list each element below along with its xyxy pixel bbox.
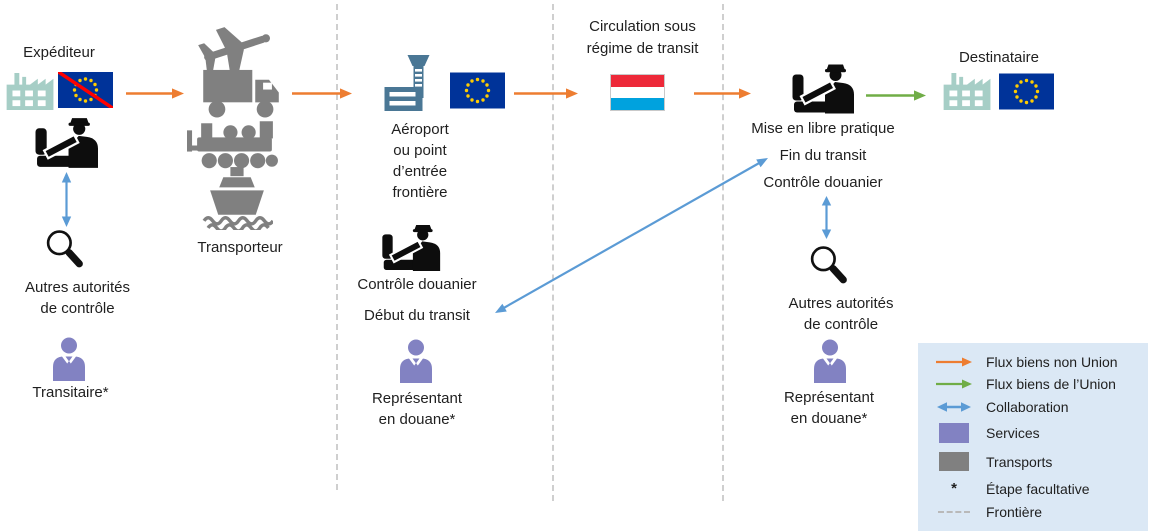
orange-arrow-icon xyxy=(932,356,976,368)
blue-double-arrow-icon xyxy=(932,401,976,413)
fin-transit-label: Fin du transit xyxy=(779,147,867,164)
flow-arrow-1 xyxy=(126,88,184,99)
airport-tower-icon xyxy=(384,55,430,111)
frontier-line-3 xyxy=(722,4,724,501)
legend-item-services: Services xyxy=(918,419,1148,447)
legend-item-collaboration: Collaboration xyxy=(918,395,1148,419)
expediteur-label: Expéditeur xyxy=(23,44,95,61)
magnifier-icon xyxy=(46,230,83,268)
customs-officer-icon xyxy=(382,224,441,271)
collaboration-arrow-transit xyxy=(495,158,768,313)
customs-officer-icon xyxy=(35,118,98,168)
frontier-line-1 xyxy=(336,4,338,490)
representant-entry-label: Représentant en douane* xyxy=(371,390,463,428)
asterisk-symbol: * xyxy=(951,480,957,497)
legend-item-frontiere: Frontière xyxy=(918,501,1148,523)
transporteur-label: Transporteur xyxy=(197,239,283,256)
train-icon xyxy=(187,121,278,169)
magnifier-icon xyxy=(810,246,847,284)
eu-flag-crossed-icon xyxy=(58,72,113,108)
factory-icon xyxy=(6,72,54,110)
factory-icon xyxy=(943,72,991,110)
flow-arrow-union xyxy=(866,90,926,101)
controle-douanier-exit-label: Contrôle douanier xyxy=(763,174,883,191)
ship-icon xyxy=(202,167,273,230)
autres-autorites-left-label: Autres autorités de contrôle xyxy=(24,279,131,317)
airplane-icon xyxy=(198,27,271,75)
truck-icon xyxy=(203,69,279,118)
circulation-label: Circulation sous régime de transit xyxy=(586,18,699,57)
collaboration-arrow-right xyxy=(821,196,832,239)
eu-flag-icon xyxy=(999,73,1054,110)
controle-douanier-entry-label: Contrôle douanier xyxy=(357,276,477,293)
dashed-line-icon xyxy=(932,511,976,513)
mise-en-libre-pratique-label: Mise en libre pratique xyxy=(751,120,895,137)
service-person-icon xyxy=(53,337,85,381)
frontier-line-2 xyxy=(552,4,554,501)
legend-item-flux-union: Flux biens de l’Union xyxy=(918,373,1148,395)
debut-transit-label: Début du transit xyxy=(364,307,470,324)
transitaire-label: Transitaire* xyxy=(32,384,109,401)
green-arrow-icon xyxy=(932,378,976,390)
representant-exit-label: Représentant en douane* xyxy=(783,389,875,427)
service-person-icon xyxy=(400,339,432,383)
eu-flag-icon xyxy=(450,72,505,109)
legend-item-etape-facultative: * Étape facultative xyxy=(918,476,1148,501)
flow-arrow-3 xyxy=(514,88,578,99)
flow-arrow-2 xyxy=(292,88,352,99)
destinataire-label: Destinataire xyxy=(958,49,1040,66)
transports-swatch xyxy=(932,452,976,471)
legend: Flux biens non Union Flux biens de l’Uni… xyxy=(918,343,1148,531)
luxembourg-flag-icon xyxy=(610,74,665,111)
customs-officer-icon xyxy=(792,64,854,114)
legend-item-flux-non-union: Flux biens non Union xyxy=(918,351,1148,373)
collaboration-arrow-left xyxy=(61,172,72,227)
service-person-icon xyxy=(814,339,846,383)
legend-item-transports: Transports xyxy=(918,447,1148,476)
flow-arrow-4 xyxy=(694,88,751,99)
autres-autorites-right-label: Autres autorités de contrôle xyxy=(788,295,894,333)
aeroport-label: Aéroport ou point d’entrée frontière xyxy=(391,121,449,201)
services-swatch xyxy=(932,423,976,443)
